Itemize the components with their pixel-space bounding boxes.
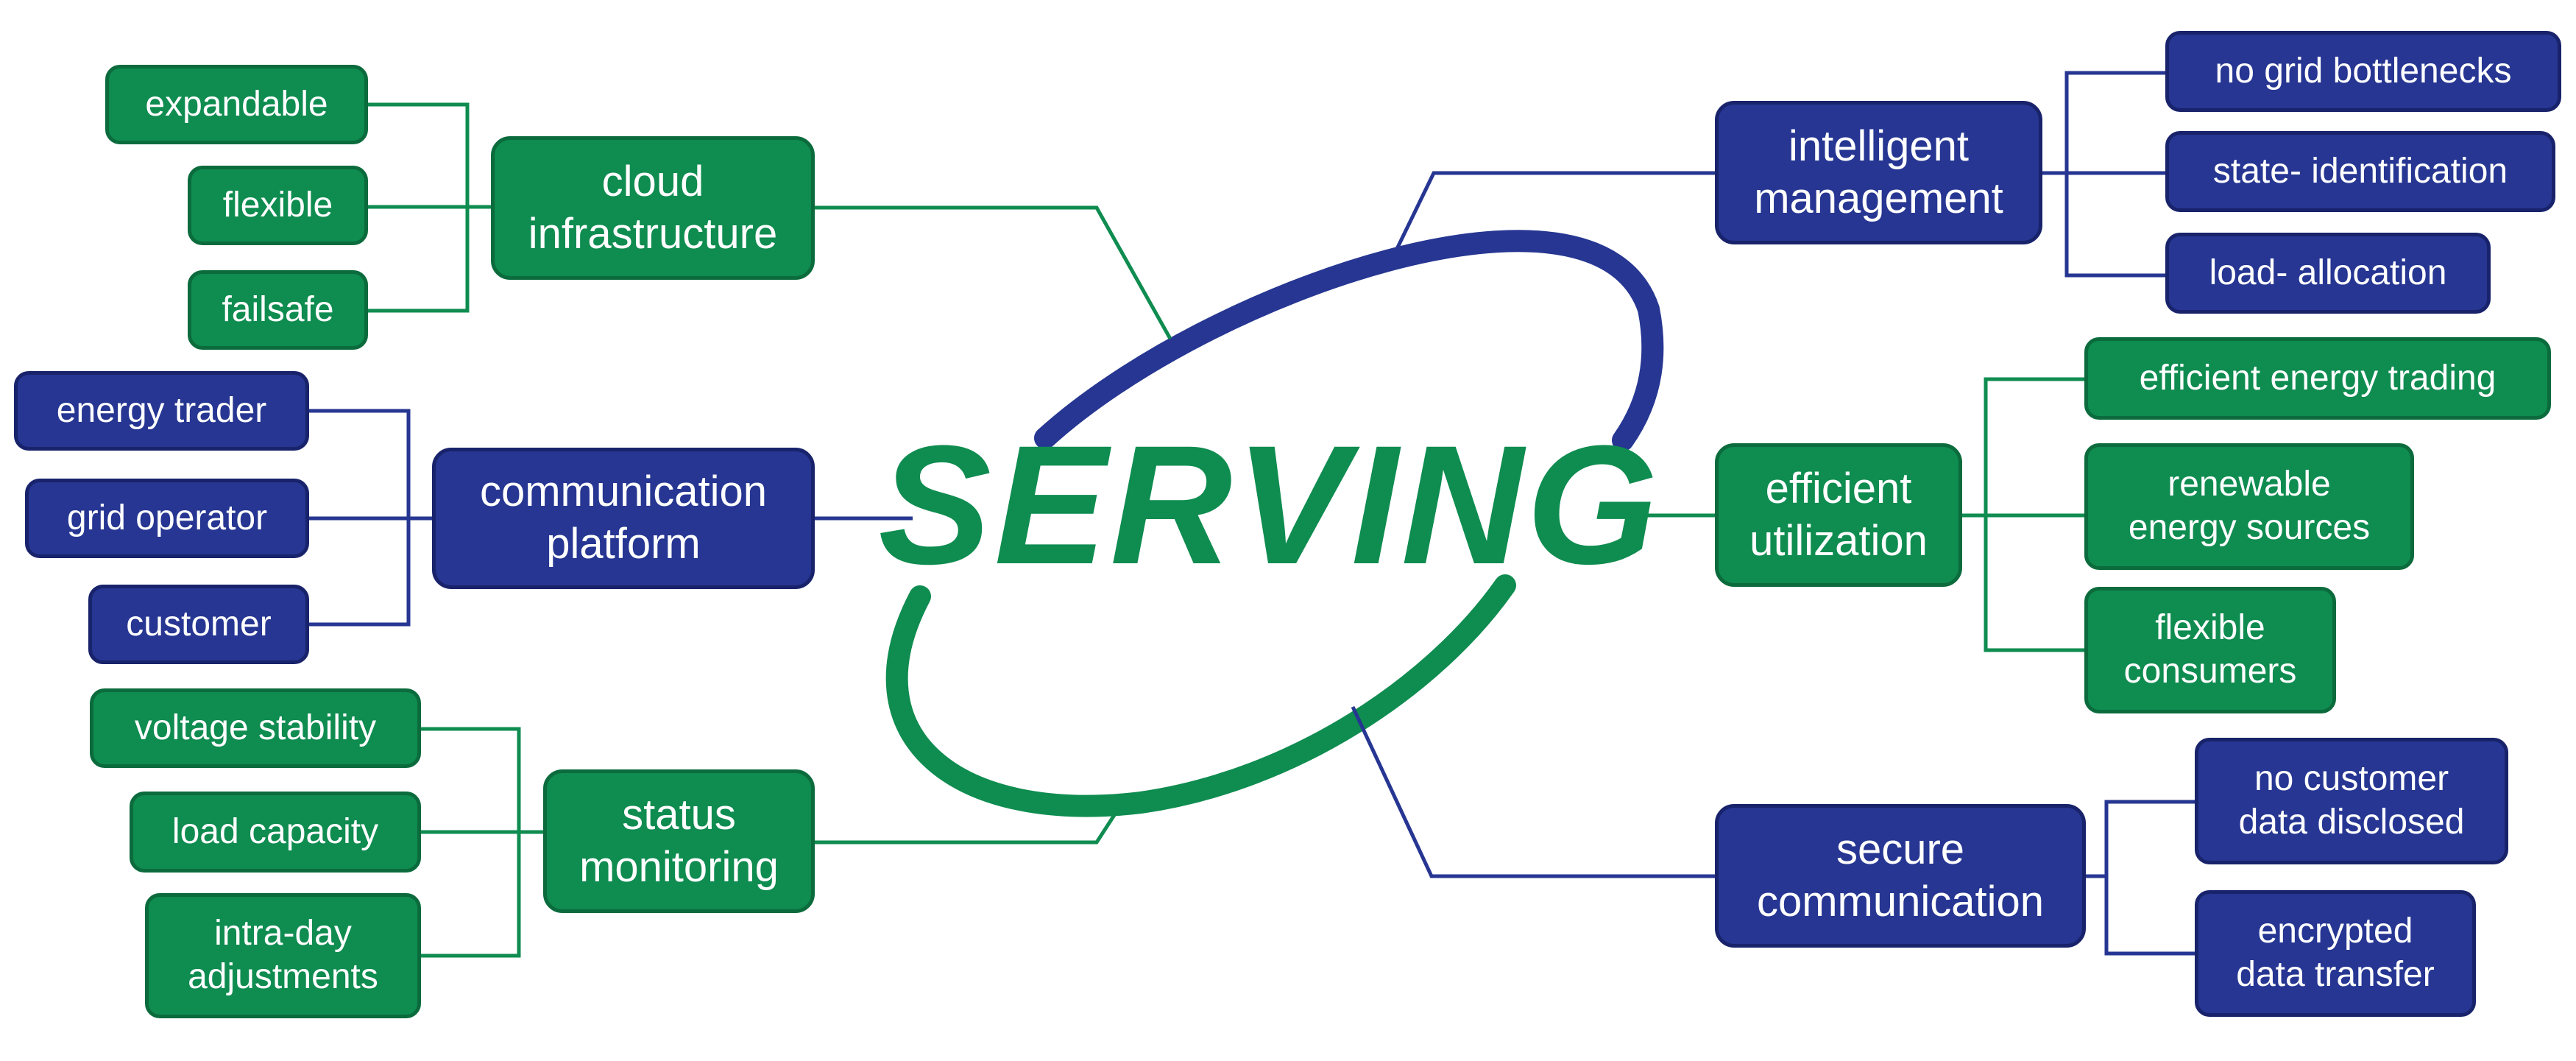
communication-platform-node[interactable]: communication platform [432,448,815,589]
cloud-infrastructure-node[interactable]: cloud infrastructure [491,136,815,280]
status-monitoring-node[interactable]: status monitoring [543,769,815,913]
flexible-node[interactable]: flexible [188,166,368,245]
customer-node[interactable]: customer [88,585,309,664]
grid-operator-node[interactable]: grid operator [25,479,309,558]
no-customer-data-disclosed-node[interactable]: no customer data disclosed [2195,738,2508,864]
efficient-utilization-node[interactable]: efficient utilization [1715,443,1962,587]
center-title: SERVING [878,409,1661,599]
load-allocation-label: load- allocation [2209,253,2447,292]
load-allocation-node[interactable]: load- allocation [2165,233,2491,314]
efficient-utilization-label: efficient utilization [1749,464,1928,565]
state-identification-label: state- identification [2212,151,2508,191]
renewable-energy-sources-label: renewable energy sources [2128,465,2371,547]
cloud-infrastructure-label: cloud infrastructure [528,157,778,258]
efficient-energy-trading-node[interactable]: efficient energy trading [2084,337,2551,420]
flexible-consumers-node[interactable]: flexible consumers [2084,587,2336,713]
load-capacity-label: load capacity [171,811,379,851]
no-grid-bottlenecks-node[interactable]: no grid bottlenecks [2165,31,2561,112]
state-identification-node[interactable]: state- identification [2165,131,2555,212]
energy-trader-node[interactable]: energy trader [14,371,309,451]
logo-arc-green [885,574,1516,817]
status-monitoring-label: status monitoring [579,790,779,891]
intelligent-management-node[interactable]: intelligent management [1715,101,2042,244]
intra-day-adjustments-node[interactable]: intra-day adjustments [145,893,421,1018]
encrypted-data-transfer-label: encrypted data transfer [2236,912,2435,994]
encrypted-data-transfer-node[interactable]: encrypted data transfer [2195,890,2476,1017]
voltage-stability-label: voltage stability [134,708,377,747]
no-customer-data-disclosed-label: no customer data disclosed [2238,759,2465,842]
energy-trader-label: energy trader [56,390,267,430]
intra-day-adjustments-label: intra-day adjustments [188,914,378,996]
secure-communication-node[interactable]: secure communication [1715,804,2086,948]
expandable-label: expandable [145,84,328,124]
communication-platform-label: communication platform [479,468,768,568]
logo-arc-blue [1034,230,1664,451]
failsafe-label: failsafe [222,289,334,329]
intelligent-management-label: intelligent management [1754,121,2003,222]
efficient-energy-trading-label: efficient energy trading [2139,358,2497,398]
grid-operator-label: grid operator [66,498,268,537]
expandable-node[interactable]: expandable [105,65,368,144]
flexible-label: flexible [222,185,333,225]
renewable-energy-sources-node[interactable]: renewable energy sources [2084,443,2414,570]
customer-label: customer [126,604,272,644]
load-capacity-node[interactable]: load capacity [130,792,421,873]
failsafe-node[interactable]: failsafe [188,270,368,350]
voltage-stability-node[interactable]: voltage stability [90,688,421,768]
flexible-consumers-label: flexible consumers [2123,608,2297,691]
secure-communication-label: secure communication [1756,825,2045,926]
no-grid-bottlenecks-label: no grid bottlenecks [2215,51,2512,91]
